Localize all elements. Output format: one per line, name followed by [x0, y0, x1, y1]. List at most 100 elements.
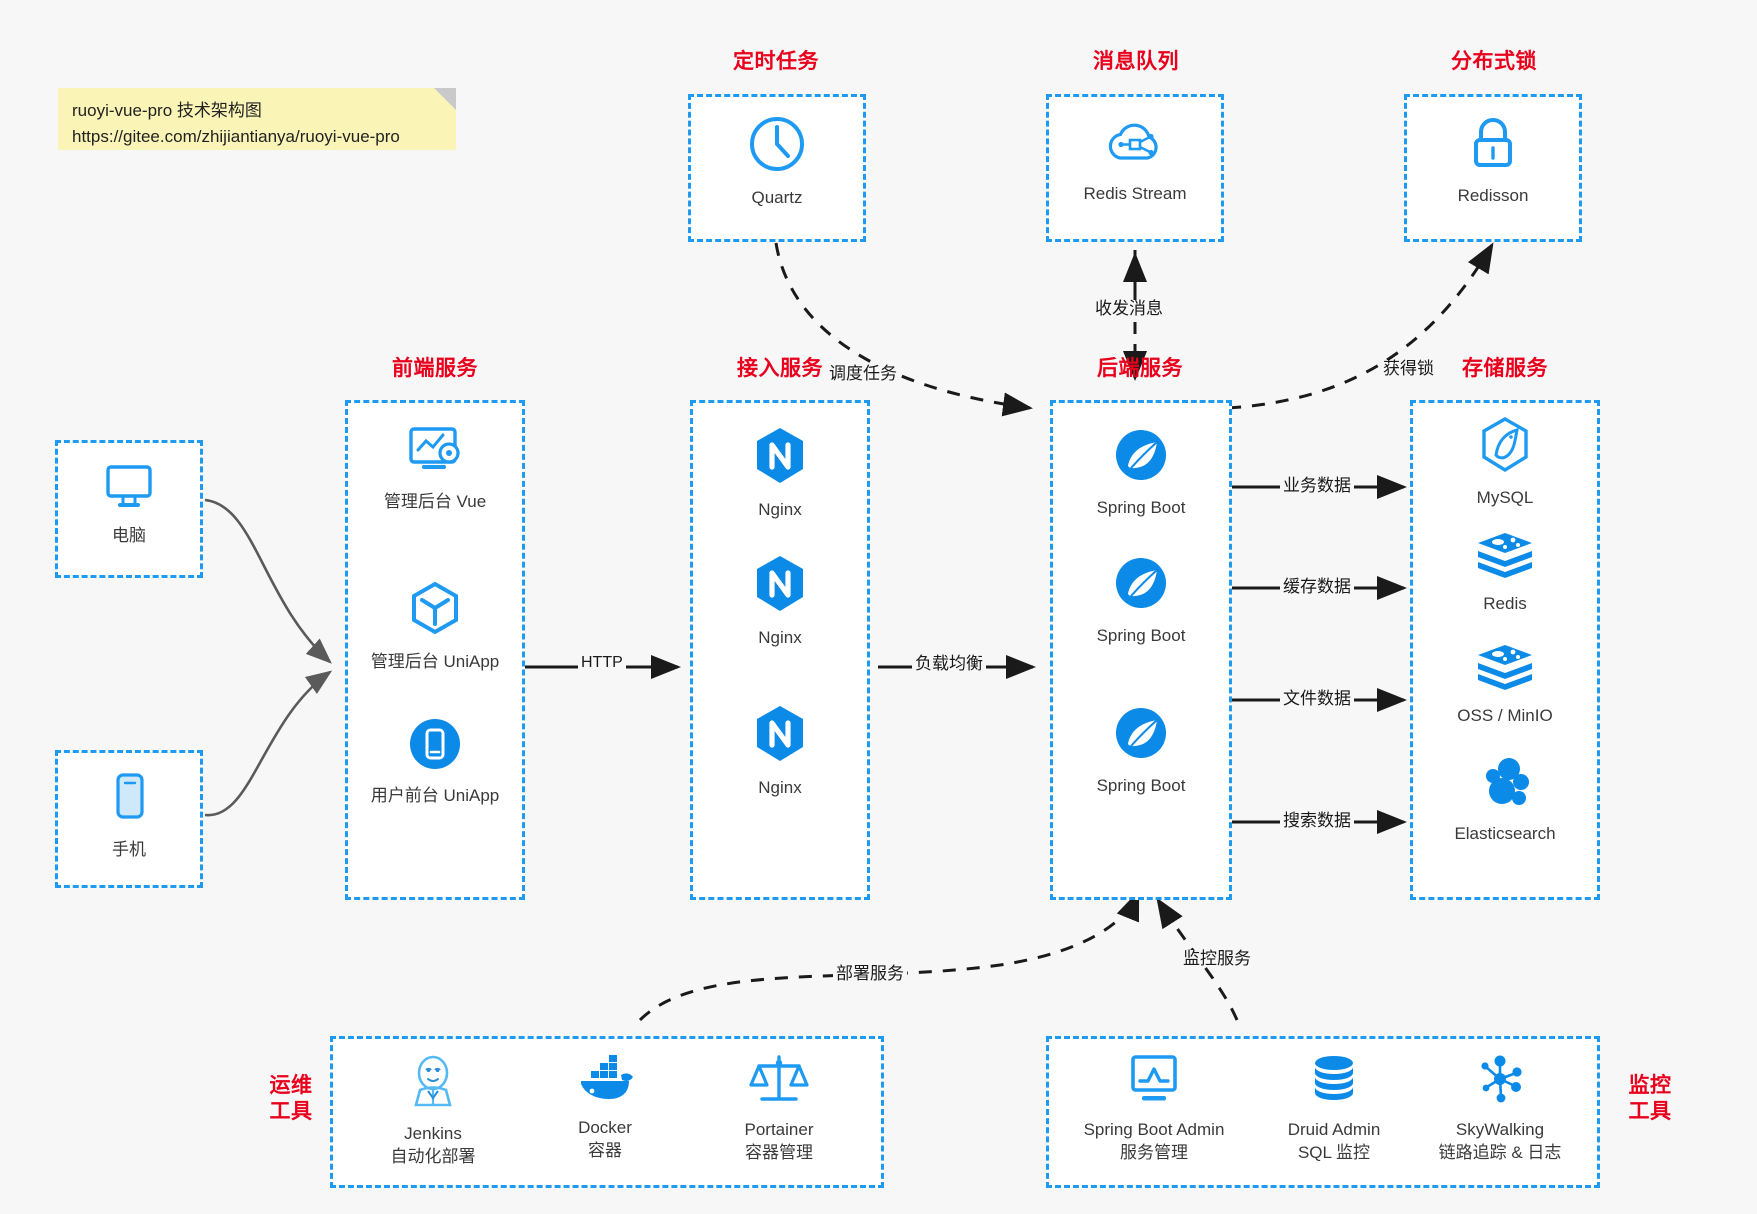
- node-label: Redis Stream: [1083, 184, 1187, 203]
- edge-label-business-data: 业务数据: [1280, 477, 1354, 494]
- node-label: Druid Admin: [1287, 1120, 1381, 1139]
- jenkins-butler-icon: [404, 1053, 462, 1116]
- cloud-stream-icon: [1102, 113, 1168, 176]
- edge-label-get-lock: 获得锁: [1380, 360, 1437, 377]
- node-redis[interactable]: Redis: [1413, 529, 1597, 616]
- devops-title-line1: 运维: [269, 1074, 313, 1097]
- edge-label-monitor-service: 监控服务: [1180, 950, 1254, 967]
- group-box-gateway: Nginx Nginx Nginx: [690, 400, 870, 900]
- node-sublabel: 自动化部署: [390, 1146, 476, 1166]
- node-mobile[interactable]: 手机: [58, 771, 200, 862]
- devops-title-line2: 工具: [269, 1100, 313, 1124]
- note-title: ruoyi-vue-pro 技术架构图: [72, 101, 262, 120]
- node-label: OSS / MinIO: [1457, 706, 1553, 725]
- node-label: 电脑: [112, 526, 146, 545]
- edge-label-deploy-service: 部署服务: [833, 965, 907, 982]
- edge-label-schedule-task: 调度任务: [826, 365, 900, 382]
- node-label: Nginx: [758, 778, 802, 797]
- node-label: Elasticsearch: [1454, 824, 1556, 843]
- node-label: MySQL: [1476, 488, 1534, 507]
- node-quartz[interactable]: Quartz: [691, 113, 863, 210]
- node-admin-uniapp[interactable]: 管理后台 UniApp: [348, 579, 522, 674]
- cube-icon: [406, 579, 464, 644]
- group-box-backend: Spring Boot Spring Boot Spring Boot: [1050, 400, 1232, 900]
- group-title-devops: 运维 工具: [256, 1073, 326, 1126]
- dashboard-gear-icon: [404, 423, 466, 484]
- monitoring-title-line2: 工具: [1628, 1100, 1672, 1124]
- database-icon: [1307, 1053, 1361, 1112]
- group-title-storage: 存储服务: [1462, 357, 1548, 380]
- group-box-client-desktop: 电脑: [55, 440, 203, 578]
- group-box-distributed-lock: Redisson: [1404, 94, 1582, 242]
- node-mysql[interactable]: MySQL: [1413, 415, 1597, 510]
- node-spring-boot-1[interactable]: Spring Boot: [1053, 425, 1229, 520]
- node-skywalking[interactable]: SkyWalking 链路追踪 & 日志: [1405, 1053, 1595, 1165]
- elasticsearch-cluster-icon: [1476, 755, 1534, 816]
- node-label: Docker: [578, 1118, 632, 1137]
- group-box-frontend: 管理后台 Vue 管理后台 UniApp 用户前台 UniApp: [345, 400, 525, 900]
- node-redis-stream[interactable]: Redis Stream: [1049, 113, 1221, 206]
- node-spring-boot-admin[interactable]: Spring Boot Admin 服务管理: [1059, 1053, 1249, 1165]
- clock-icon: [746, 113, 808, 180]
- desktop-monitor-icon: [100, 461, 158, 518]
- node-sublabel: 链路追踪 & 日志: [1438, 1142, 1562, 1162]
- node-oss-minio[interactable]: OSS / MinIO: [1413, 641, 1597, 728]
- node-spring-boot-3[interactable]: Spring Boot: [1053, 703, 1229, 798]
- redis-stack-icon: [1474, 641, 1536, 698]
- group-box-devops: Jenkins 自动化部署 Docker 容器: [330, 1036, 884, 1188]
- edge-label-search-data: 搜索数据: [1280, 812, 1354, 829]
- group-title-monitoring: 监控 工具: [1610, 1073, 1690, 1126]
- node-nginx-1[interactable]: Nginx: [693, 425, 867, 522]
- edge-label-cache-data: 缓存数据: [1280, 578, 1354, 595]
- mysql-dolphin-icon: [1476, 415, 1534, 480]
- spring-leaf-icon: [1111, 553, 1171, 618]
- node-spring-boot-2[interactable]: Spring Boot: [1053, 553, 1229, 648]
- node-label: Jenkins: [404, 1124, 462, 1143]
- architecture-note: ruoyi-vue-pro 技术架构图 https://gitee.com/zh…: [58, 88, 456, 150]
- node-nginx-2[interactable]: Nginx: [693, 553, 867, 650]
- edge-label-message: 收发消息: [1092, 300, 1166, 317]
- group-title-frontend: 前端服务: [392, 357, 478, 380]
- monitoring-title-line1: 监控: [1628, 1074, 1672, 1097]
- node-sublabel: 容器: [588, 1140, 622, 1160]
- nginx-icon: [752, 703, 808, 770]
- node-label: 管理后台 UniApp: [370, 652, 500, 671]
- phone-app-icon: [406, 715, 464, 778]
- edge-label-load-balance: 负载均衡: [912, 655, 986, 672]
- group-title-scheduled-task: 定时任务: [733, 50, 819, 73]
- node-redisson[interactable]: Redisson: [1407, 113, 1579, 208]
- node-label: Spring Boot: [1096, 626, 1186, 645]
- node-druid-admin[interactable]: Druid Admin SQL 监控: [1249, 1053, 1419, 1165]
- group-box-client-mobile: 手机: [55, 750, 203, 888]
- monitor-chart-icon: [1124, 1053, 1184, 1112]
- group-title-backend: 后端服务: [1097, 357, 1183, 380]
- edge-label-http: HTTP: [578, 655, 626, 671]
- node-jenkins[interactable]: Jenkins 自动化部署: [353, 1053, 513, 1169]
- node-docker[interactable]: Docker 容器: [525, 1053, 685, 1163]
- node-label: 用户前台 UniApp: [370, 786, 500, 805]
- node-portainer[interactable]: Portainer 容器管理: [699, 1053, 859, 1165]
- node-label: 手机: [112, 840, 146, 859]
- node-nginx-3[interactable]: Nginx: [693, 703, 867, 800]
- nginx-icon: [752, 425, 808, 492]
- node-elasticsearch[interactable]: Elasticsearch: [1413, 755, 1597, 846]
- spring-leaf-icon: [1111, 425, 1171, 490]
- note-url: https://gitee.com/zhijiantianya/ruoyi-vu…: [72, 127, 400, 147]
- node-label: Nginx: [758, 500, 802, 519]
- node-sublabel: 服务管理: [1120, 1142, 1188, 1162]
- node-label: Spring Boot Admin: [1083, 1120, 1225, 1139]
- group-box-scheduled-task: Quartz: [688, 94, 866, 242]
- node-user-uniapp[interactable]: 用户前台 UniApp: [348, 715, 522, 808]
- scales-icon: [748, 1053, 810, 1112]
- node-label: Spring Boot: [1096, 776, 1186, 795]
- node-admin-vue[interactable]: 管理后台 Vue: [348, 423, 522, 514]
- group-title-distributed-lock: 分布式锁: [1451, 50, 1537, 73]
- group-box-monitoring: Spring Boot Admin 服务管理 Druid Admin SQL 监…: [1046, 1036, 1600, 1188]
- group-box-storage: MySQL Redis: [1410, 400, 1600, 900]
- node-sublabel: 容器管理: [745, 1142, 813, 1162]
- mobile-phone-icon: [105, 771, 153, 832]
- node-label: 管理后台 Vue: [383, 492, 487, 511]
- node-sublabel: SQL 监控: [1297, 1142, 1371, 1162]
- node-desktop[interactable]: 电脑: [58, 461, 200, 548]
- node-label: Spring Boot: [1096, 498, 1186, 517]
